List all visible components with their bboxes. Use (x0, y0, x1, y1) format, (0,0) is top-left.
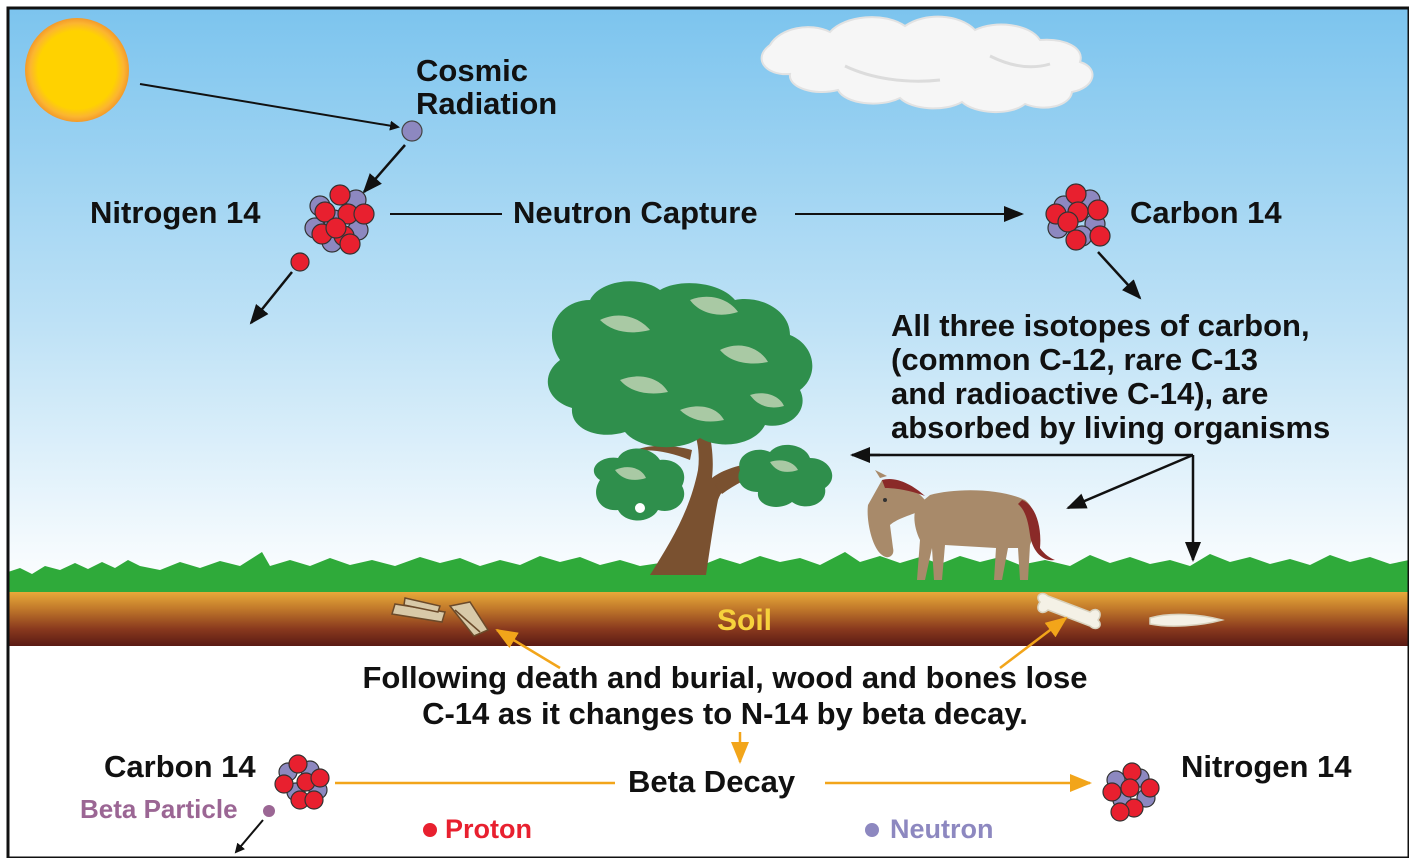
ejected-proton (291, 253, 309, 271)
death-and-burial-note: Following death and burial, wood and bon… (280, 660, 1170, 732)
absorbed-note-line-2: (common C-12, rare C-13 (891, 343, 1330, 377)
cosmic-radiation-label: Cosmic Radiation (416, 55, 557, 120)
absorbed-by-organisms-note: All three isotopes of carbon, (common C-… (891, 309, 1330, 445)
legend-neutron-label: Neutron (890, 815, 994, 843)
neutron-capture-label: Neutron Capture (513, 197, 758, 230)
legend-proton-dot (423, 823, 437, 837)
legend-neutron-dot (865, 823, 879, 837)
nitrogen-14-bottom-label: Nitrogen 14 (1181, 751, 1352, 784)
soil-label: Soil (717, 605, 772, 637)
nitrogen-14-nucleus-bottom (1103, 763, 1159, 821)
absorbed-note-line-4: absorbed by living organisms (891, 411, 1330, 445)
absorbed-note-line-3: and radioactive C-14), are (891, 377, 1330, 411)
death-note-line-1: Following death and burial, wood and bon… (280, 660, 1170, 696)
legend-proton-label: Proton (445, 815, 532, 843)
cosmic-radiation-line-2: Radiation (416, 88, 557, 121)
death-note-line-2: C-14 as it changes to N-14 by beta decay… (280, 696, 1170, 732)
cosmic-radiation-line-1: Cosmic (416, 55, 557, 88)
carbon-14-top-label: Carbon 14 (1130, 197, 1282, 230)
beta-particle-dot (263, 805, 275, 817)
nitrogen-14-top-label: Nitrogen 14 (90, 197, 261, 230)
absorbed-note-line-1: All three isotopes of carbon, (891, 309, 1330, 343)
beta-decay-label: Beta Decay (628, 766, 795, 799)
beta-particle-label: Beta Particle (80, 796, 238, 823)
cosmic-neutron (402, 121, 422, 141)
sun-icon (25, 18, 129, 122)
carbon-14-bottom-label: Carbon 14 (104, 751, 256, 784)
carbon-14-nucleus-bottom (275, 755, 329, 809)
beta-particle-arrow (236, 820, 263, 852)
